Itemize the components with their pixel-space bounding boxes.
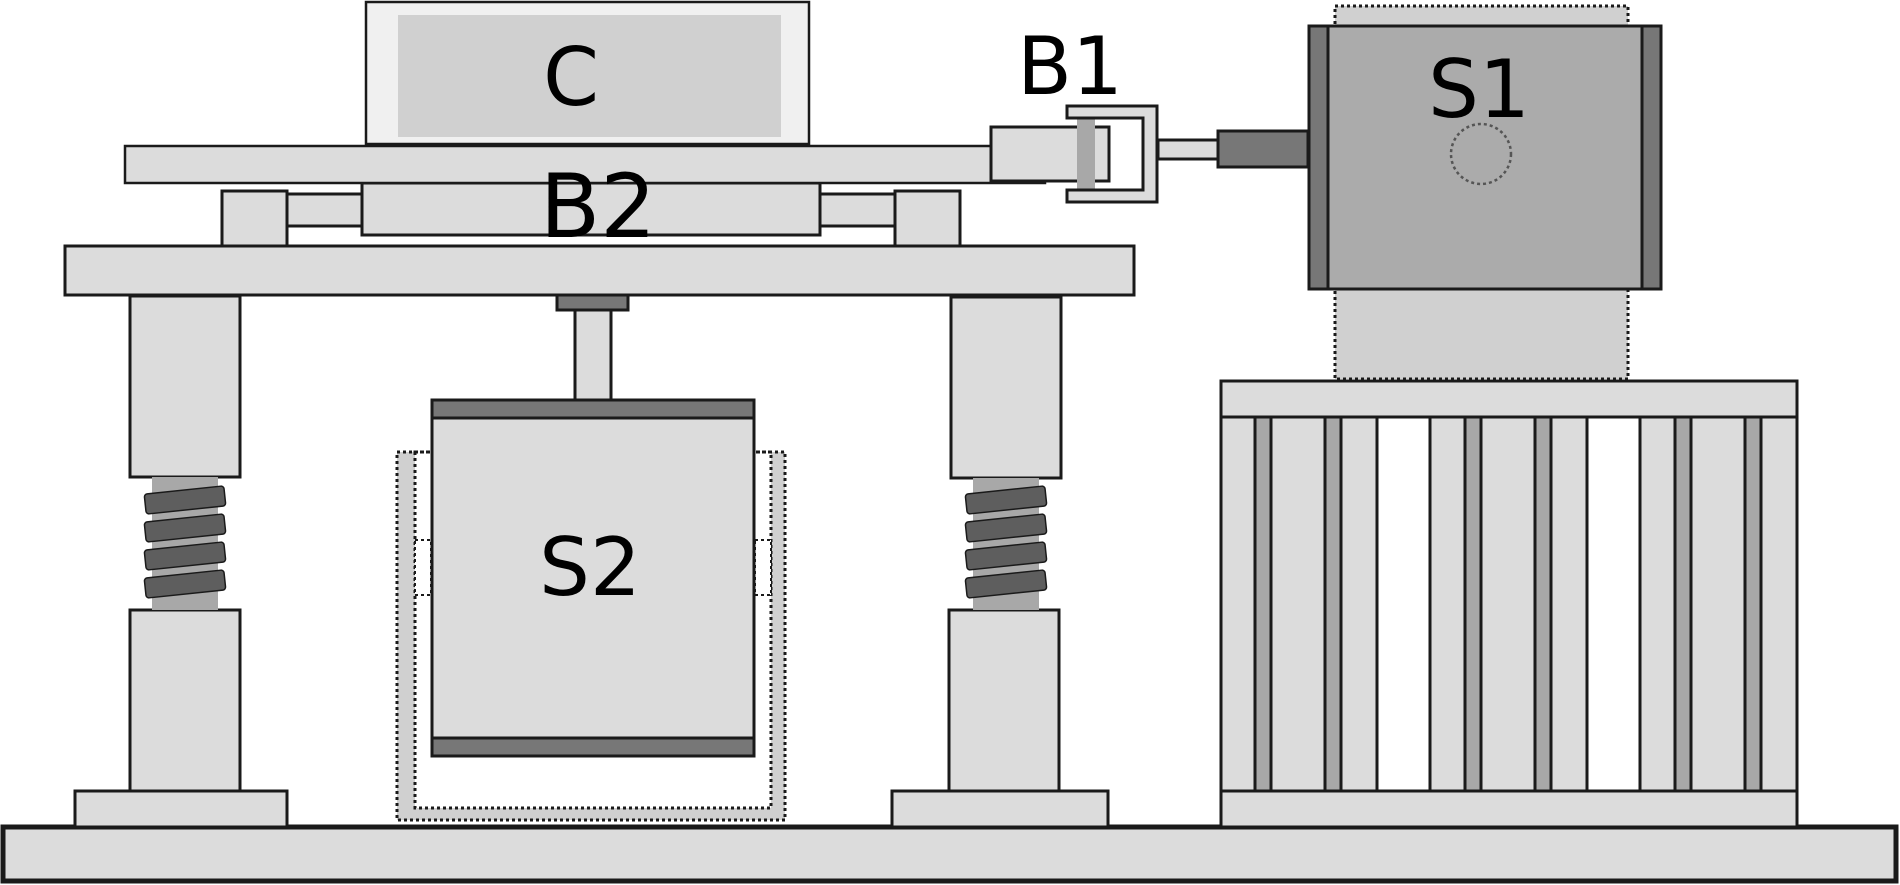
- right-foot: [890, 789, 1110, 829]
- right-spring: [964, 485, 1048, 599]
- s1-left-plate: [1307, 24, 1330, 291]
- right-column-bottom: [947, 608, 1061, 793]
- s1-fin-gap-2: [1585, 415, 1642, 793]
- b2-carriage: [360, 181, 822, 237]
- s1-output-shaft: [1216, 129, 1310, 169]
- c-unit-panel: [398, 15, 781, 137]
- b1-clamp: [1065, 104, 1159, 204]
- s2-right-tab: [754, 539, 772, 596]
- s1-body: [1307, 24, 1661, 291]
- right-column-top: [949, 295, 1063, 480]
- s1-right-plate: [1640, 24, 1663, 291]
- left-spring: [143, 485, 227, 599]
- left-column-bottom: [128, 608, 242, 793]
- b2-left-rod: [285, 192, 364, 228]
- s1-bearing-circle: [1449, 122, 1513, 186]
- s2-top-cap: [430, 398, 756, 420]
- s1-base-bottom: [1219, 789, 1799, 829]
- b2-right-rod: [818, 192, 897, 228]
- s2-bottom-cap: [430, 736, 756, 758]
- lower-platform: [63, 244, 1136, 297]
- s2-left-tab: [414, 539, 432, 596]
- s1-fins-group-2: [1428, 415, 1589, 793]
- label-s2: S2: [539, 521, 641, 614]
- label-b1: B1: [1017, 20, 1123, 113]
- b2-right-block: [893, 189, 962, 248]
- left-column-top: [128, 294, 242, 479]
- label-c: C: [543, 31, 599, 124]
- b2-left-block: [220, 189, 289, 248]
- s2-body: [430, 398, 756, 757]
- base-plate: [0, 824, 1899, 884]
- s1-fins-group-1: [1219, 415, 1379, 793]
- s1-base-top: [1219, 379, 1799, 419]
- s2-shaft: [573, 306, 613, 402]
- label-b2: B2: [540, 155, 656, 258]
- b1-pin: [1077, 118, 1095, 190]
- label-s1: S1: [1428, 43, 1530, 136]
- s1-fins-group-3: [1638, 415, 1799, 793]
- b1-shaft: [1156, 138, 1220, 161]
- s1-fin-gap-1: [1375, 415, 1432, 793]
- left-foot: [73, 789, 289, 829]
